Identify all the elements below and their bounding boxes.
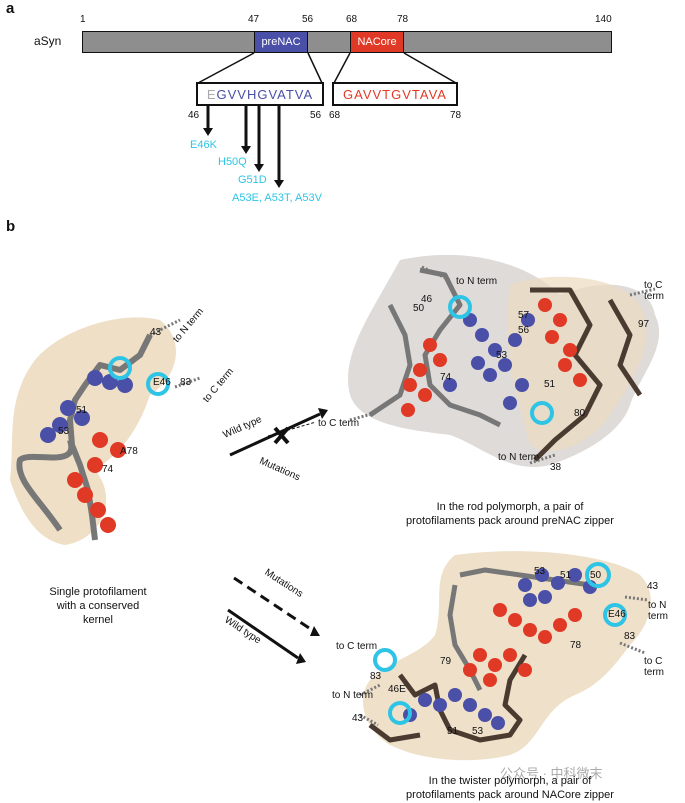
rod-to-c-term-right: to C term <box>644 280 664 302</box>
tick-68: 68 <box>346 14 358 25</box>
twister-polymorph-structure <box>359 551 651 761</box>
twister-caption-line-1: In the twister polymorph, a pair of <box>428 775 592 787</box>
nacore-region: NACore <box>350 31 404 53</box>
single-label-51: 51 <box>76 405 88 416</box>
twister-label-50: 50 <box>590 570 602 581</box>
rod-polymorph-structure <box>348 254 660 468</box>
rod-to-c-term-left: to C term <box>318 418 360 429</box>
protein-label: aSyn <box>34 34 62 48</box>
panel-a-letter: a <box>6 0 15 17</box>
tick-140: 140 <box>595 14 612 25</box>
rod-label-46: 46 <box>421 294 433 305</box>
seq-end-left: 56 <box>310 110 322 121</box>
single-label-83: 83 <box>180 377 192 388</box>
single-label-74: 74 <box>102 464 114 475</box>
rod-label-38: 38 <box>550 462 562 473</box>
panel-a-lines <box>197 52 457 188</box>
twister-to-n-term-right: to N term <box>648 600 668 622</box>
protein-bar <box>82 31 612 53</box>
mutation-e46k: E46K <box>190 139 217 151</box>
twister-label-51-bottom: 51 <box>447 726 459 737</box>
twister-caption-line-2: protofilaments pack around NACore zipper <box>406 789 614 801</box>
single-protofilament-caption: Single protofilament with a conserved ke… <box>49 586 147 626</box>
twister-label-43-top: 43 <box>647 581 659 592</box>
rod-label-80: 80 <box>574 408 586 419</box>
tick-47: 47 <box>248 14 260 25</box>
twister-label-53-bottom: 53 <box>472 726 484 737</box>
rod-label-56: 56 <box>518 325 530 336</box>
single-label-e46: E46 <box>153 377 171 388</box>
rod-label-57: 57 <box>518 310 530 321</box>
twister-label-83-left: 83 <box>370 671 382 682</box>
seq-start-right: 68 <box>329 110 341 121</box>
nacore-label: NACore <box>357 36 397 48</box>
twister-label-43-bottom: 43 <box>352 713 364 724</box>
prenac-seq-rest: GVVHGVATVA <box>216 86 314 102</box>
twister-label-51-top: 51 <box>560 570 572 581</box>
rod-to-n-term-top: to N term <box>456 276 498 287</box>
prenac-label: preNAC <box>261 36 301 48</box>
twister-to-c-term-right: to C term <box>644 656 664 678</box>
rod-to-n-term-bottom: to N term <box>498 452 540 463</box>
single-label-53: 53 <box>58 426 70 437</box>
single-to-c-term: to C term <box>201 366 236 405</box>
rod-label-74: 74 <box>440 372 452 383</box>
single-label-43: 43 <box>150 327 162 338</box>
rod-label-97: 97 <box>638 319 650 330</box>
tick-78: 78 <box>397 14 409 25</box>
twister-caption: In the twister polymorph, a pair of prot… <box>385 774 635 802</box>
seq-end-right: 78 <box>450 110 462 121</box>
prenac-seq-first: E <box>206 86 217 102</box>
nacore-sequence-box: GAVVTGVTAVA <box>332 82 458 106</box>
rod-label-53: 53 <box>496 350 508 361</box>
seq-start-left: 46 <box>188 110 200 121</box>
twister-label-83-right: 83 <box>624 631 636 642</box>
rod-caption: In the rod polymorph, a pair of protofil… <box>390 500 630 528</box>
rod-caption-line-1: In the rod polymorph, a pair of <box>436 501 584 513</box>
single-protofilament-structure <box>10 317 200 545</box>
twister-to-n-term-left: to N term <box>332 690 374 701</box>
single-label-a78: A78 <box>120 446 138 457</box>
rod-caption-line-2: protofilaments pack around preNAC zipper <box>406 515 614 527</box>
twister-label-78: 78 <box>570 640 582 651</box>
nacore-seq: GAVVTGVTAVA <box>343 86 447 102</box>
twister-label-e46-top: E46 <box>608 609 626 620</box>
twister-label-79: 79 <box>440 656 452 667</box>
watermark: 公众号 · 中科微末 <box>500 766 603 781</box>
twister-label-53-top: 53 <box>534 566 546 577</box>
tick-56: 56 <box>302 14 314 25</box>
tick-1: 1 <box>80 14 86 25</box>
rod-label-51: 51 <box>544 379 556 390</box>
mutation-g51d: G51D <box>238 174 267 186</box>
twister-label-46e: 46E <box>388 684 406 695</box>
lower-arrows <box>227 576 320 664</box>
panel-b-letter: b <box>6 218 16 235</box>
mutation-h50q: H50Q <box>218 156 247 168</box>
prenac-region: preNAC <box>254 31 308 53</box>
upper-arrows <box>229 408 328 457</box>
mutation-a53: A53E, A53T, A53V <box>232 192 322 204</box>
twister-to-c-term-left: to C term <box>336 641 378 652</box>
rod-label-50: 50 <box>413 303 425 314</box>
